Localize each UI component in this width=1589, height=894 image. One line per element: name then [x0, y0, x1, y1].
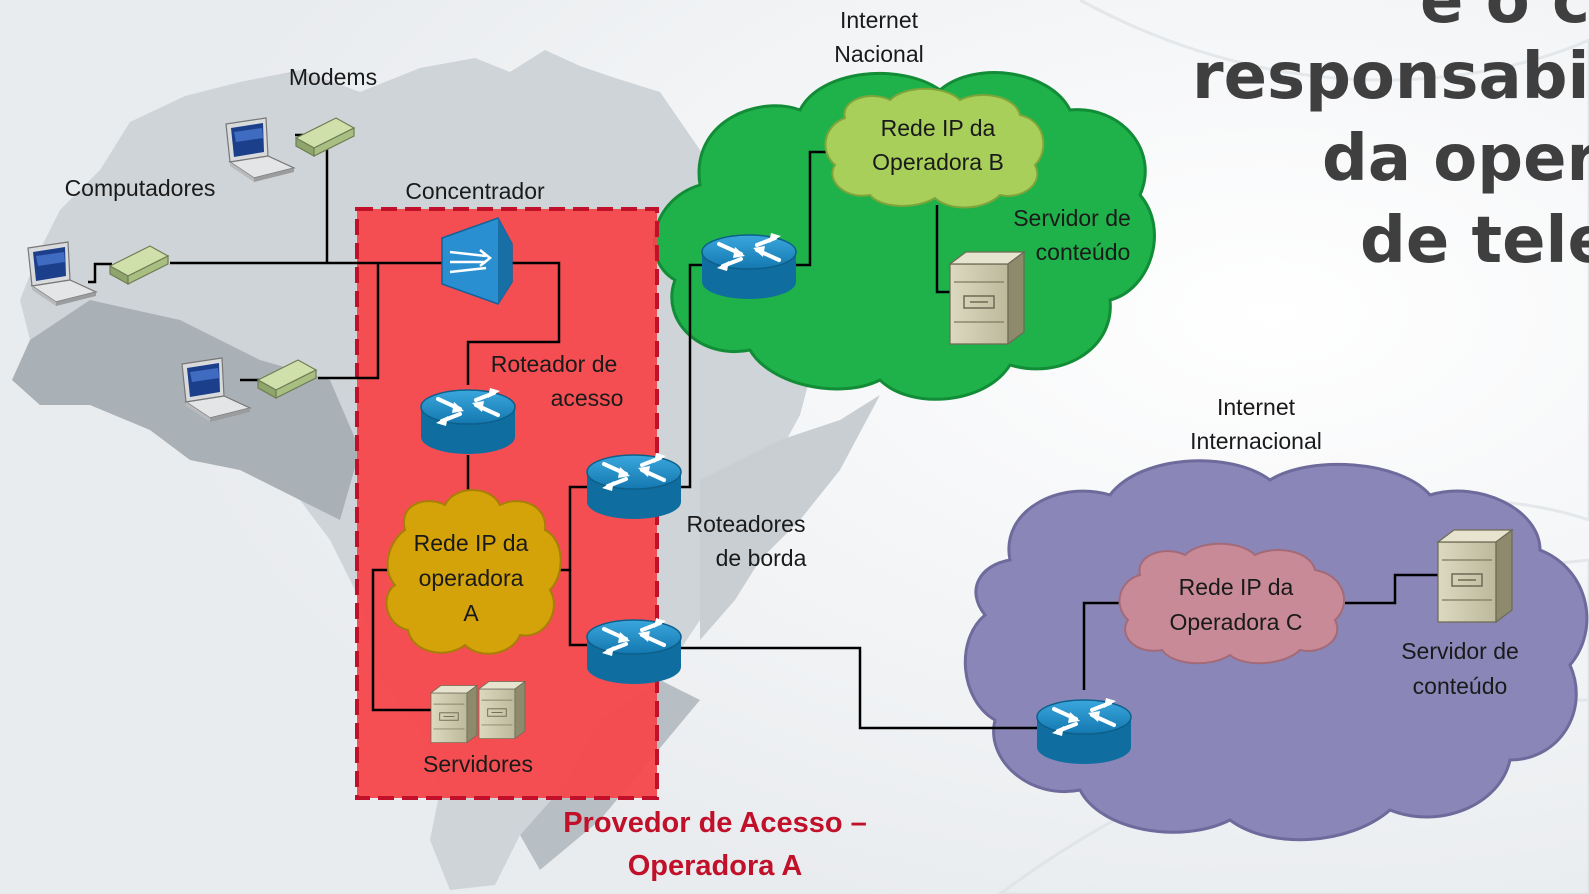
operator-c-network-cloud	[1118, 542, 1345, 665]
national-internet-label: Nacional	[834, 41, 924, 67]
slide-heading: da oper	[1322, 122, 1589, 196]
access-router-label: acesso	[551, 385, 624, 411]
slide-heading: responsabi	[1192, 40, 1589, 114]
international-internet-label: Internet	[1217, 394, 1296, 420]
access-router-icon	[419, 386, 517, 456]
content-server-c-label: conteúdo	[1413, 673, 1508, 699]
slide-heading: e o c	[1420, 0, 1589, 38]
content-server-b-icon	[949, 251, 1025, 345]
modems-label: Modems	[289, 64, 377, 90]
operator-b-network-cloud	[824, 87, 1045, 209]
operator-a-network-label: A	[463, 600, 479, 626]
edge-router-icon	[585, 451, 683, 521]
edge-routers-label: de borda	[716, 545, 807, 571]
server-icon	[478, 681, 526, 740]
content-server-b-label: Servidor de	[1013, 205, 1131, 231]
slide-heading: de tele	[1360, 204, 1589, 278]
concentrator-icon	[441, 217, 513, 305]
operator-b-network-label: Operadora B	[872, 149, 1004, 175]
content-server-c-label: Servidor de	[1401, 638, 1519, 664]
national-internet-label: Internet	[840, 7, 919, 33]
international-internet-label: Internacional	[1190, 428, 1322, 454]
operator-a-network-label: Rede IP da	[414, 530, 529, 556]
national-router-icon	[700, 231, 798, 301]
servers-label: Servidores	[423, 751, 533, 777]
content-server-b-label: conteúdo	[1036, 239, 1131, 265]
provider-caption: Provedor de Acesso –	[563, 807, 867, 839]
edge-routers-label: Roteadores	[687, 511, 806, 537]
access-router-label: Roteador de	[491, 351, 618, 377]
operator-a-network-label: operadora	[419, 565, 524, 591]
edge-router-icon	[585, 616, 683, 686]
computers-label: Computadores	[65, 175, 216, 201]
operator-c-network-label: Rede IP da	[1179, 574, 1294, 600]
operator-c-network-label: Operadora C	[1170, 609, 1303, 635]
concentrator-label: Concentrador	[405, 178, 545, 204]
international-router-icon	[1035, 696, 1133, 766]
server-icon	[430, 685, 478, 744]
provider-caption: Operadora A	[628, 850, 803, 882]
content-server-c-icon	[1437, 529, 1513, 623]
operator-a-network-cloud	[385, 489, 562, 655]
operator-b-network-label: Rede IP da	[881, 115, 996, 141]
